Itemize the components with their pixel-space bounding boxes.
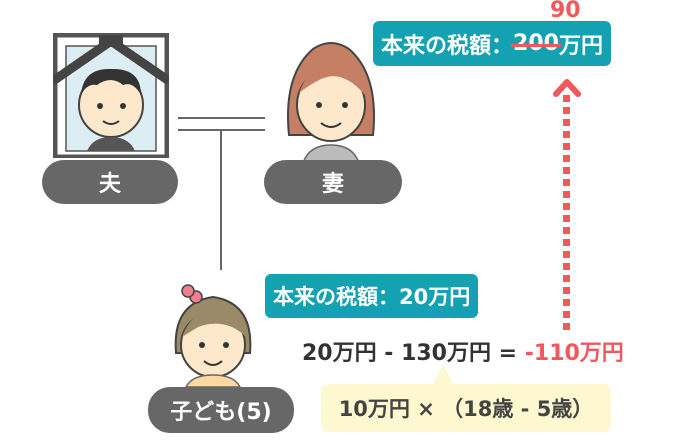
child-avatar (168, 283, 258, 392)
tax-label: 本来の税額： (381, 33, 514, 59)
child-line (220, 130, 222, 270)
child-tax-box: 本来の税額：20万円 (265, 274, 479, 318)
child-label: 子ども(5) (148, 387, 294, 433)
wife-icon (287, 42, 375, 164)
arrow-up-icon (553, 77, 581, 101)
equation-result: -110万円 (524, 341, 624, 366)
wife-label-text: 妻 (321, 172, 344, 197)
memorial-portrait-icon (50, 32, 172, 160)
equation-left: 20万円 - 130万円 = (302, 341, 525, 366)
wife-label: 妻 (264, 160, 402, 204)
tax-unit: 万円 (558, 33, 603, 59)
marriage-line-top (178, 117, 265, 119)
equation: 20万円 - 130万円 = -110万円 (302, 335, 624, 367)
husband-label: 夫 (42, 160, 178, 204)
new-tax-value: 90 (550, 0, 581, 23)
child-tax-text: 本来の税額：20万円 (273, 285, 471, 309)
husband-label-text: 夫 (98, 172, 121, 197)
husband-portrait (50, 32, 172, 160)
deduction-note: 10万円 × （18歳 - 5歳） (321, 364, 611, 432)
wife-avatar (283, 35, 379, 169)
child-label-text: 子ども(5) (170, 400, 272, 425)
deduction-note-text: 10万円 × （18歳 - 5歳） (338, 397, 594, 421)
child-icon (174, 284, 252, 388)
dotted-arrow-line (563, 95, 570, 335)
old-tax-value: 200 (511, 31, 561, 56)
